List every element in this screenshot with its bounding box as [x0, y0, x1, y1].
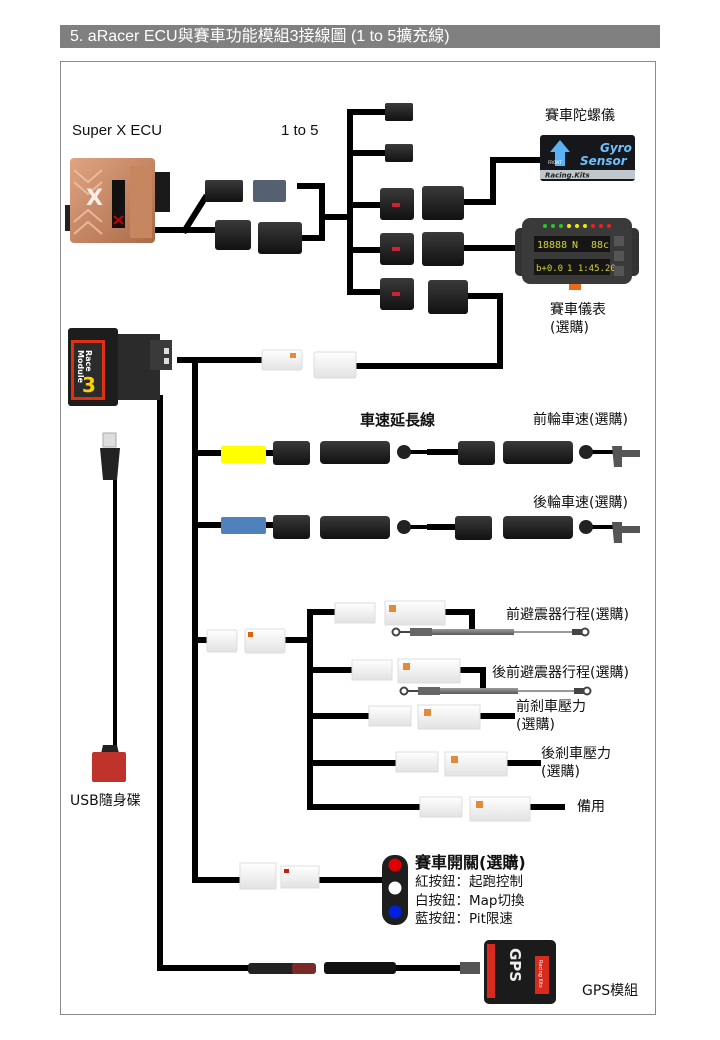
- super-x-ecu: X: [65, 158, 170, 243]
- label-switch-blue: 藍按鈕：Pit限速: [415, 911, 513, 927]
- label-gyro: 賽車陀螺儀: [545, 108, 615, 124]
- label-front-speed: 前輪車速(選購): [533, 412, 628, 428]
- ecu-connectors: [205, 180, 302, 254]
- label-front-brake: 前剎車壓力: [516, 699, 586, 715]
- svg-text:88c: 88c: [591, 240, 609, 251]
- svg-text:Racing.Kits: Racing.Kits: [545, 172, 590, 180]
- gyro-sensor: FRONT Gyro Sensor Racing.Kits: [540, 135, 635, 181]
- label-rear-speed: 後輪車速(選購): [533, 495, 628, 511]
- race-switch: [382, 855, 408, 925]
- wire-5th-down: [349, 293, 503, 369]
- svg-text:Module: Module: [76, 350, 85, 384]
- wire-sensor-1-out: [442, 609, 475, 630]
- wire-gps-a: [157, 395, 251, 971]
- label-dash-optional: (選購): [550, 320, 589, 336]
- svg-text:Race: Race: [84, 350, 93, 372]
- sensor-hub-connectors: [206, 628, 286, 654]
- usb-cable: [92, 432, 126, 782]
- wire-ecu-y-up: [180, 193, 210, 235]
- label-race-switch: 賽車開關(選購): [415, 853, 526, 872]
- label-switch-red: 紅按鈕：起跑控制: [415, 874, 523, 890]
- label-gps: GPS模組: [582, 983, 639, 999]
- gps-module: GPS Racing Kits: [484, 940, 556, 1004]
- wire-splitter-merge: [297, 183, 325, 241]
- rear-shock-sensor: [399, 686, 592, 696]
- label-usb: USB隨身碟: [70, 793, 141, 809]
- label-switch-white: 白按鈕：Map切換: [415, 893, 525, 909]
- switch-connectors: [239, 862, 320, 890]
- svg-text:Sensor: Sensor: [580, 154, 628, 168]
- svg-text:FRONT: FRONT: [548, 160, 562, 165]
- svg-text:1 1:45.20: 1 1:45.20: [567, 264, 616, 274]
- label-speed-extension: 車速延長線: [360, 411, 436, 429]
- front-speed-chain: [221, 441, 640, 467]
- diagram-frame: [60, 61, 656, 1015]
- wires: [152, 109, 565, 971]
- front-shock-sensor: [391, 627, 590, 637]
- label-front-shock: 前避震器行程(選購): [506, 607, 629, 623]
- label-rear-brake-optional: (選購): [541, 764, 580, 780]
- label-super-x-ecu: Super X ECU: [72, 122, 163, 139]
- splitter-outputs: [380, 103, 468, 314]
- svg-text:b+0.0: b+0.0: [536, 264, 563, 274]
- label-spare: 備用: [577, 799, 605, 815]
- rear-speed-chain: [221, 515, 640, 543]
- label-rear-brake: 後剎車壓力: [541, 746, 611, 762]
- svg-text:18888: 18888: [537, 240, 567, 251]
- svg-text:Racing Kits: Racing Kits: [537, 960, 543, 988]
- svg-text:Gyro: Gyro: [600, 141, 632, 155]
- svg-text:3: 3: [82, 373, 96, 397]
- label-1-to-5: 1 to 5: [281, 122, 319, 139]
- svg-text:N: N: [572, 240, 578, 251]
- wire-to-gyro: [462, 157, 541, 205]
- svg-text:X: X: [86, 186, 103, 211]
- label-front-brake-optional: (選購): [516, 717, 555, 733]
- wire-sensor-2-out: [457, 667, 486, 691]
- gps-cable-connectors: [248, 962, 480, 974]
- section-title: 5. aRacer ECU與賽車功能模組3接線圖 (1 to 5擴充線): [60, 25, 660, 48]
- label-rear-shock: 後前避震器行程(選購): [492, 665, 629, 681]
- race-module-3: Race Module 3: [68, 328, 172, 406]
- svg-text:GPS: GPS: [506, 948, 524, 982]
- label-dash: 賽車儀表: [550, 302, 606, 318]
- race-dash: 18888 N 88c b+0.0 1 1:45.20: [515, 218, 639, 290]
- module-feed-connectors: [261, 349, 357, 379]
